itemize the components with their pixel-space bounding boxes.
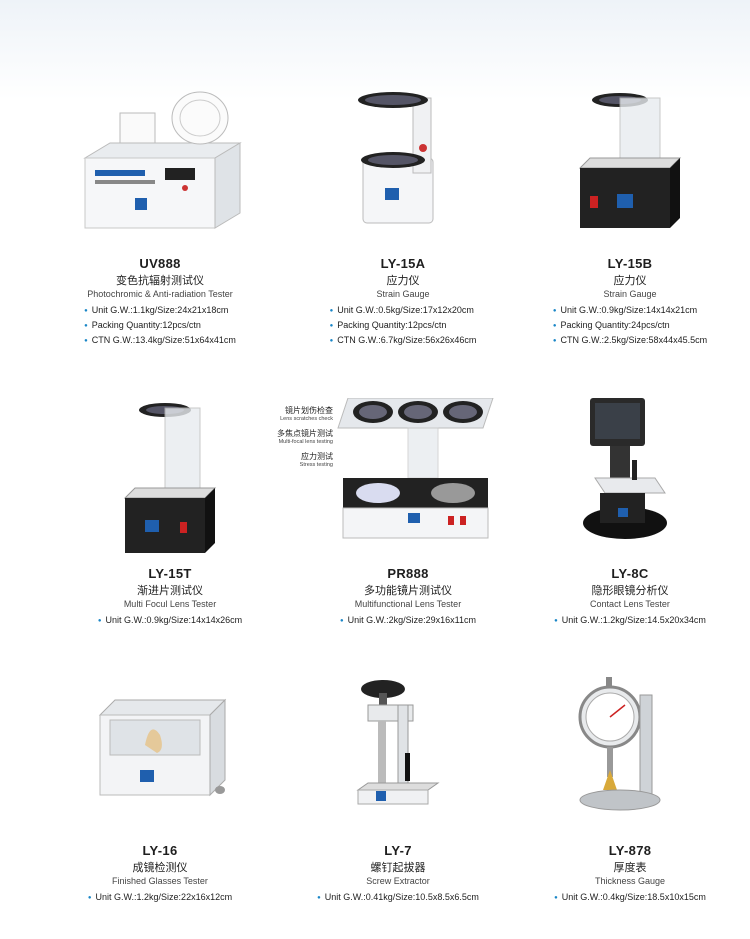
- product-name-en: Multifunctional Lens Tester: [354, 599, 462, 609]
- product-name-cn: 螺钉起拔器: [370, 862, 426, 874]
- spec-item: Packing Quantity:24pcs/ctn: [553, 319, 707, 334]
- product-name-cn: 隐形眼镜分析仪: [591, 585, 669, 597]
- callout-multifocal: 多焦点镜片测试 Multi-focal lens testing: [277, 429, 333, 445]
- product-name-cn: 渐进片测试仪: [137, 585, 203, 597]
- product-name-en: Contact Lens Tester: [590, 599, 670, 609]
- product-image-ly15a: [288, 88, 518, 250]
- product-model: LY-8C: [611, 566, 649, 581]
- product-card-ly15b: LY-15B 应力仪 Strain Gauge Unit G.W.:0.9kg/…: [515, 88, 745, 349]
- callout-stress: 应力测试 Stress testing: [299, 452, 333, 468]
- product-model: LY-878: [608, 843, 652, 858]
- product-card-ly15a: LY-15A 应力仪 Strain Gauge Unit G.W.:0.5kg/…: [288, 88, 518, 349]
- product-name-en: Strain Gauge: [376, 289, 430, 299]
- product-card-ly7: LY-7 螺钉起拔器 Screw Extractor Unit G.W.:0.4…: [283, 675, 513, 906]
- spec-list: Unit G.W.:0.41kg/Size:10.5x8.5x6.5cm: [317, 891, 479, 906]
- spec-item: Packing Quantity:12pcs/ctn: [330, 319, 477, 334]
- spec-item: CTN G.W.:13.4kg/Size:51x64x41cm: [84, 334, 236, 349]
- spec-list: Unit G.W.:1.1kg/Size:24x21x18cm Packing …: [84, 304, 236, 349]
- spec-item: CTN G.W.:2.5kg/Size:58x44x45.5cm: [553, 334, 708, 349]
- spec-item: Packing Quantity:12pcs/ctn: [84, 319, 236, 334]
- spec-list: Unit G.W.:0.4kg/Size:18.5x10x15cm: [554, 891, 706, 906]
- spec-list: Unit G.W.:0.5kg/Size:17x12x20cm Packing …: [330, 304, 477, 349]
- product-model: LY-15A: [380, 256, 426, 271]
- product-model: UV888: [139, 256, 181, 271]
- spec-list: Unit G.W.:0.9kg/Size:14x14x26cm: [98, 614, 243, 629]
- product-name-en: Screw Extractor: [366, 876, 430, 886]
- product-name-en: Multi Focul Lens Tester: [123, 599, 217, 609]
- spec-item: Unit G.W.:2kg/Size:29x16x11cm: [340, 614, 476, 629]
- spec-item: CTN G.W.:6.7kg/Size:56x26x46cm: [330, 334, 476, 349]
- product-name-cn: 变色抗辐射测试仪: [116, 275, 204, 287]
- spec-list: Unit G.W.:1.2kg/Size:22x16x12cm: [88, 891, 233, 906]
- product-image-uv888: [45, 88, 275, 250]
- spec-item: Unit G.W.:0.41kg/Size:10.5x8.5x6.5cm: [317, 891, 479, 906]
- spec-item: Unit G.W.:0.9kg/Size:14x14x26cm: [98, 614, 243, 629]
- product-card-pr888: 镜片划伤检查 Lens scratches check 多焦点镜片测试 Mult…: [277, 398, 523, 629]
- product-name-en: Thickness Gauge: [594, 876, 666, 886]
- product-model: LY-7: [384, 843, 412, 858]
- product-name-en: Photochromic & Anti-radiation Tester: [87, 289, 233, 299]
- spec-list: Unit G.W.:1.2kg/Size:14.5x20x34cm: [554, 614, 706, 629]
- background-gradient: [0, 0, 750, 100]
- product-model: LY-15T: [148, 566, 192, 581]
- product-image-ly878: [515, 675, 745, 837]
- spec-list: Unit G.W.:0.9kg/Size:14x14x21cm Packing …: [553, 304, 708, 349]
- product-name-cn: 成镜检测仪: [132, 862, 188, 874]
- product-name-en: Finished Glasses Tester: [112, 876, 208, 886]
- product-image-ly15t: [55, 398, 285, 560]
- product-card-ly15t: LY-15T 渐进片测试仪 Multi Focul Lens Tester Un…: [55, 398, 285, 629]
- product-card-ly16: LY-16 成镜检测仪 Finished Glasses Tester Unit…: [45, 675, 275, 906]
- product-name-cn: 厚度表: [613, 862, 647, 874]
- product-image-ly16: [45, 675, 275, 837]
- spec-list: Unit G.W.:2kg/Size:29x16x11cm: [340, 614, 476, 629]
- spec-item: Unit G.W.:0.4kg/Size:18.5x10x15cm: [554, 891, 706, 906]
- product-card-ly8c: LY-8C 隐形眼镜分析仪 Contact Lens Tester Unit G…: [515, 398, 745, 629]
- product-model: PR888: [387, 566, 429, 581]
- callout-lens-scratch: 镜片划伤检查 Lens scratches check: [280, 406, 333, 422]
- spec-item: Unit G.W.:0.5kg/Size:17x12x20cm: [330, 304, 477, 319]
- product-model: LY-15B: [607, 256, 653, 271]
- spec-item: Unit G.W.:1.2kg/Size:22x16x12cm: [88, 891, 233, 906]
- product-name-cn: 多功能镜片测试仪: [364, 585, 452, 597]
- product-card-ly878: LY-878 厚度表 Thickness Gauge Unit G.W.:0.4…: [515, 675, 745, 906]
- product-image-ly7: [283, 675, 513, 837]
- product-image-ly15b: [515, 88, 745, 250]
- spec-item: Unit G.W.:1.2kg/Size:14.5x20x34cm: [554, 614, 706, 629]
- product-name-cn: 应力仪: [386, 275, 420, 287]
- product-image-ly8c: [515, 398, 745, 560]
- spec-item: Unit G.W.:1.1kg/Size:24x21x18cm: [84, 304, 236, 319]
- product-image-pr888: 镜片划伤检查 Lens scratches check 多焦点镜片测试 Mult…: [277, 398, 523, 560]
- product-model: LY-16: [142, 843, 178, 858]
- spec-item: Unit G.W.:0.9kg/Size:14x14x21cm: [553, 304, 707, 319]
- product-name-cn: 应力仪: [613, 275, 647, 287]
- product-name-en: Strain Gauge: [603, 289, 657, 299]
- product-card-uv888: UV888 变色抗辐射测试仪 Photochromic & Anti-radia…: [45, 88, 275, 349]
